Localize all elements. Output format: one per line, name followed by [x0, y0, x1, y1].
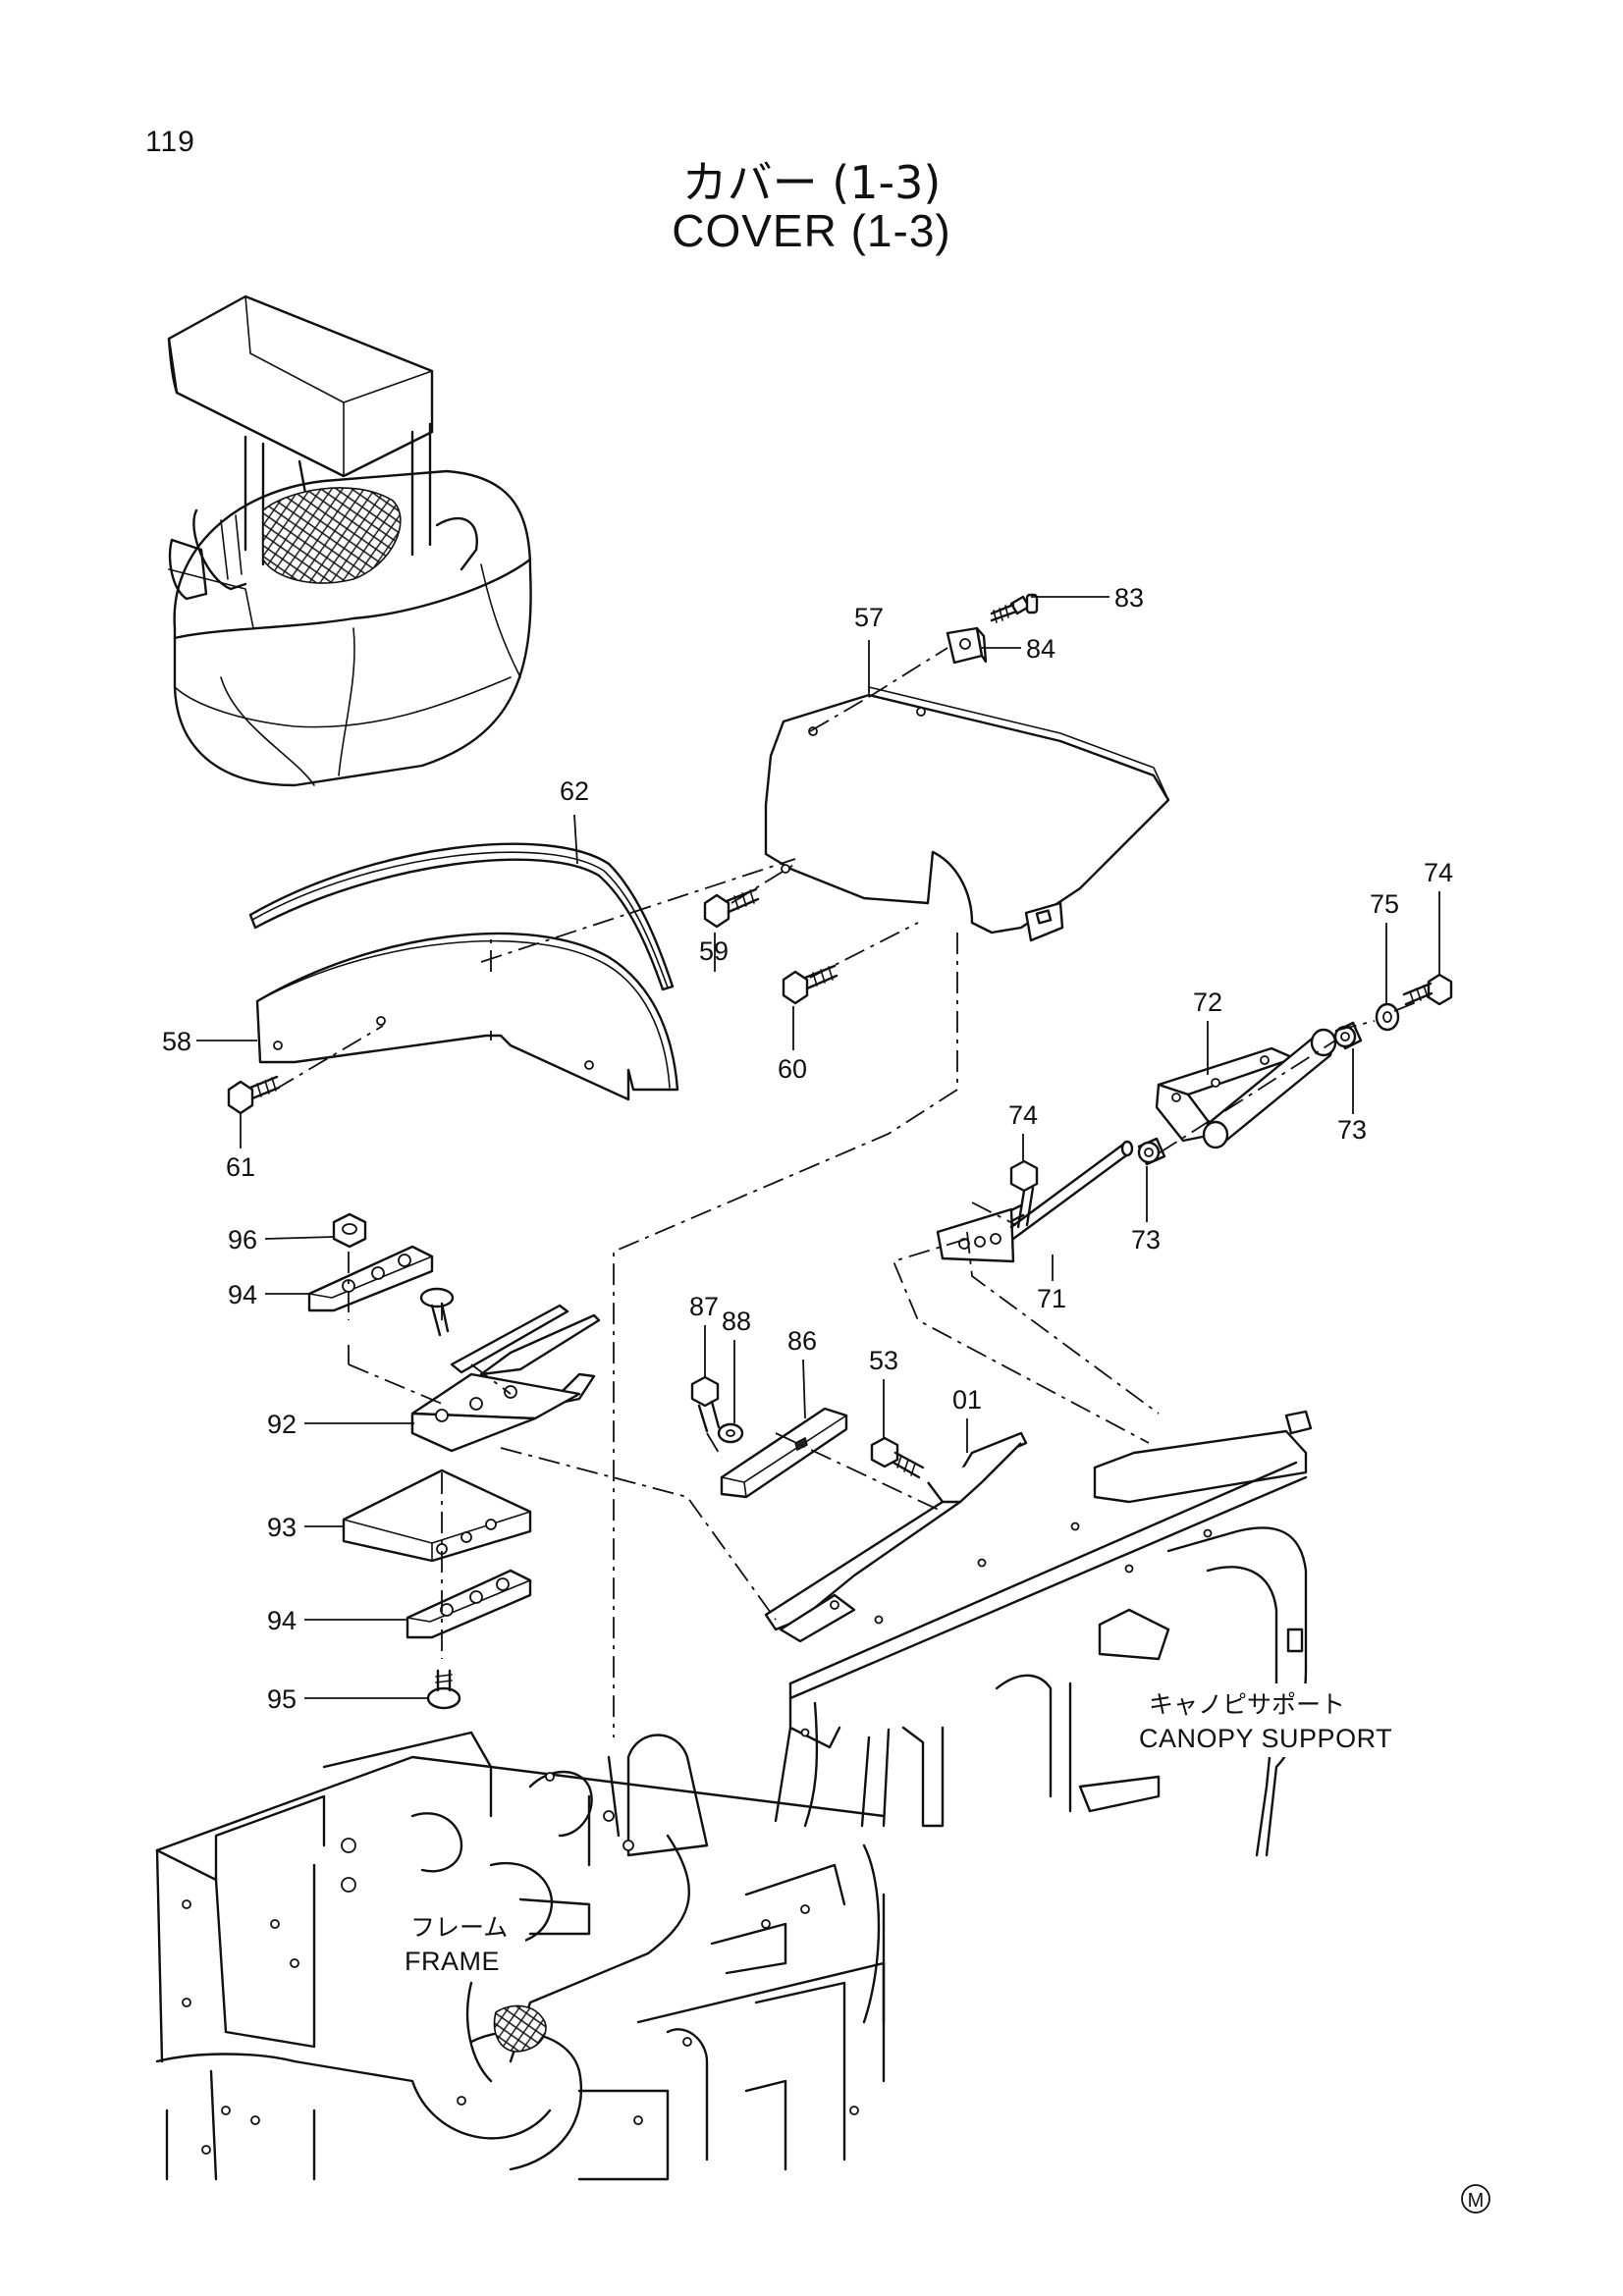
mark-letter: M	[1468, 2190, 1485, 2212]
part-label-01: 01	[952, 1385, 982, 1415]
part-label-60: 60	[778, 1054, 807, 1084]
frame-illustration	[155, 1731, 886, 2181]
part-94-plate-upper	[307, 1245, 434, 1312]
part-96-nut	[332, 1212, 367, 1249]
part-label-72: 72	[1193, 988, 1222, 1017]
title-japanese: カバー (1-3)	[681, 156, 942, 209]
part-53-bolt	[870, 1436, 925, 1479]
part-number-labels: 83 84 57 62 74 75 72 59 60 58 61 73 74 7…	[162, 583, 1453, 1714]
part-label-74-lower: 74	[1008, 1100, 1038, 1130]
part-label-96: 96	[228, 1225, 257, 1255]
part-59-bolt	[703, 887, 760, 929]
part-83-bolt	[990, 593, 1039, 623]
frame-label-background	[398, 1909, 525, 1980]
part-94-plate-lower	[406, 1569, 532, 1639]
part-label-57: 57	[854, 603, 884, 632]
part-label-88: 88	[722, 1307, 751, 1336]
part-61-bolt	[227, 1075, 281, 1115]
assembly-centerlines	[274, 647, 1420, 1737]
part-71-pin	[936, 1140, 1134, 1263]
part-label-86: 86	[787, 1326, 817, 1356]
part-screw-small-upper	[419, 1287, 455, 1337]
part-62-seal-strip	[248, 842, 675, 991]
part-95-screw	[426, 1669, 461, 1710]
part-label-74-upper: 74	[1424, 858, 1453, 887]
frame-label-en: FRAME	[405, 1947, 500, 1976]
part-label-62: 62	[560, 776, 589, 806]
part-label-92: 92	[267, 1410, 297, 1439]
part-label-75: 75	[1370, 889, 1399, 919]
part-label-73-upper: 73	[1337, 1115, 1367, 1145]
part-60-bolt	[782, 964, 839, 1005]
part-72-hinge-bracket	[1155, 1028, 1337, 1149]
part-57-side-cover	[764, 686, 1170, 942]
part-label-94-upper: 94	[228, 1280, 257, 1309]
part-label-61: 61	[226, 1152, 255, 1182]
canopy-support-illustration	[774, 1410, 1313, 1857]
part-label-95: 95	[267, 1684, 297, 1714]
part-label-73-lower: 73	[1131, 1225, 1161, 1255]
circled-m-mark: M	[1461, 2184, 1490, 2214]
part-label-87: 87	[689, 1292, 719, 1321]
part-label-71: 71	[1037, 1284, 1066, 1313]
part-84-clip	[946, 626, 988, 665]
part-74-bolt-upper	[1402, 973, 1453, 1006]
part-88-washer	[717, 1422, 744, 1444]
title-english: COVER (1-3)	[672, 205, 951, 256]
part-label-84: 84	[1026, 634, 1055, 664]
canopy-support-label-en: CANOPY SUPPORT	[1139, 1724, 1392, 1753]
part-label-83: 83	[1114, 583, 1144, 613]
part-label-53: 53	[869, 1346, 898, 1375]
part-93-pad	[342, 1468, 532, 1563]
leader-lines	[196, 596, 1440, 1699]
machine-overview-illustration	[167, 294, 532, 787]
part-label-59: 59	[699, 936, 729, 966]
part-label-93: 93	[267, 1513, 297, 1542]
part-86-block	[720, 1407, 848, 1499]
part-87-bolt	[690, 1375, 721, 1433]
canopy-support-label-background	[1129, 1683, 1399, 1757]
frame-label-ja: フレーム	[410, 1913, 508, 1942]
part-75-washer	[1375, 1002, 1400, 1032]
part-92-bracket	[410, 1304, 601, 1453]
part-label-94-lower: 94	[267, 1606, 297, 1635]
part-58-panel	[255, 932, 679, 1101]
part-01-bracket	[764, 1431, 1028, 1643]
part-label-58: 58	[162, 1027, 191, 1056]
canopy-support-label-ja: キャノピサポート	[1149, 1690, 1345, 1719]
page-number: 119	[145, 126, 195, 158]
